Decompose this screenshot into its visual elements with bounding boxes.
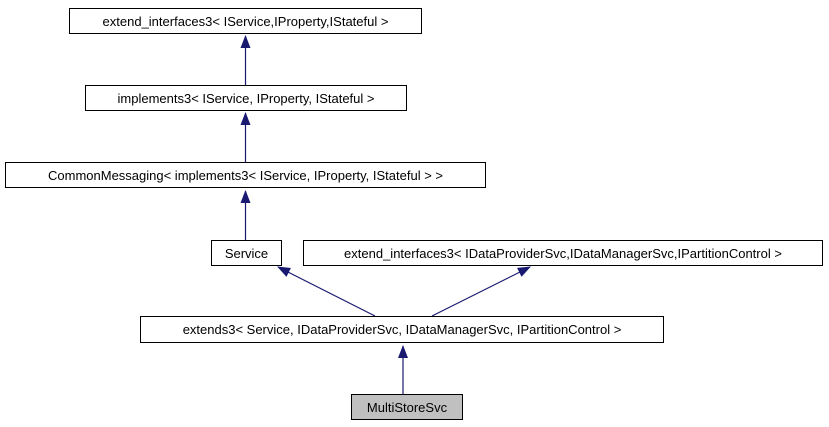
class-node-commonmessaging[interactable]: CommonMessaging< implements3< IService, … — [5, 162, 486, 188]
class-node-extend-interfaces3-iservice[interactable]: extend_interfaces3< IService,IProperty,I… — [69, 8, 422, 34]
class-node-multistoresvc-current: MultiStoreSvc — [351, 394, 463, 420]
class-node-service[interactable]: Service — [211, 240, 282, 266]
edge-extends3-to-extend-interfaces3-data — [431, 266, 531, 317]
class-node-implements3[interactable]: implements3< IService, IProperty, IState… — [85, 85, 407, 111]
class-node-extends3[interactable]: extends3< Service, IDataProviderSvc, IDa… — [140, 316, 664, 343]
edge-extends3-to-service — [277, 266, 376, 317]
class-node-extend-interfaces3-idataprovidersvc[interactable]: extend_interfaces3< IDataProviderSvc,IDa… — [303, 240, 823, 266]
